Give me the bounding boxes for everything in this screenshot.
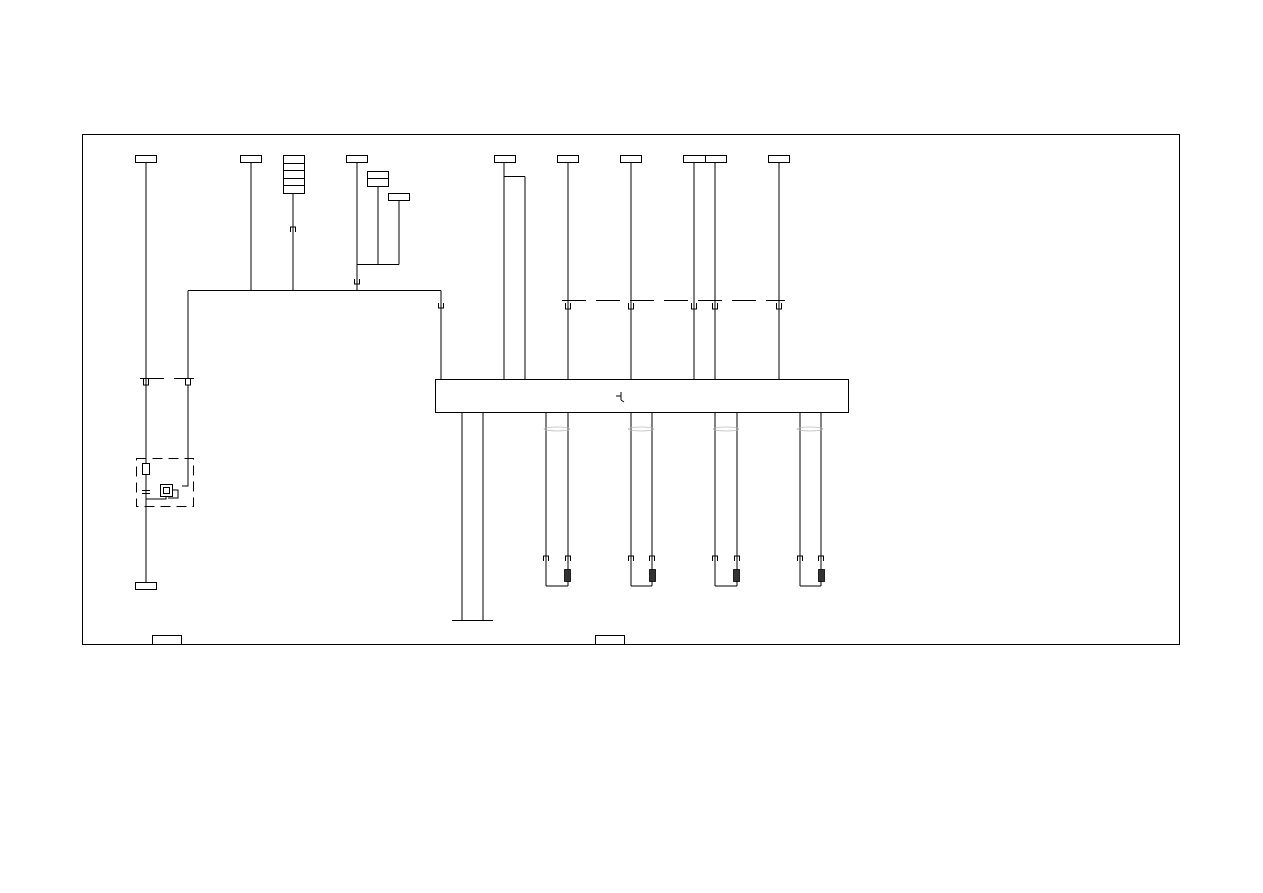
- ground-wires: [452, 412, 493, 621]
- wheel-speed-sensor: [649, 569, 656, 582]
- terminal: [185, 379, 191, 386]
- sensor-pair-1: [543, 412, 571, 587]
- frame-tab-left: [152, 635, 182, 645]
- left-circuit: [135, 162, 444, 590]
- terminal: [143, 379, 149, 386]
- terminal: [691, 303, 697, 310]
- sensor-pair-4: [796, 412, 825, 587]
- wheel-speed-sensor: [818, 569, 825, 582]
- terminal: [290, 226, 296, 232]
- connector-box-10: [768, 155, 790, 163]
- terminal: [712, 303, 718, 310]
- connector-box-9: [705, 155, 727, 163]
- connector-box-6: [557, 155, 579, 163]
- frame-tab-middle: [595, 635, 625, 645]
- connector-box-8: [683, 155, 706, 163]
- fuse-stack: [283, 155, 305, 194]
- ground-box: [135, 582, 157, 590]
- terminal: [776, 303, 782, 310]
- connector-box-2: [240, 155, 262, 163]
- diagram-frame: [82, 134, 1180, 645]
- control-unit-symbol: [616, 392, 625, 403]
- control-unit: [435, 379, 849, 413]
- terminal: [565, 303, 571, 310]
- connector-box-4: [388, 193, 410, 201]
- sensor-pair-3: [712, 412, 740, 587]
- resistor: [142, 463, 150, 475]
- terminal: [438, 303, 444, 309]
- sensor-module: [136, 458, 194, 507]
- connector-box-3: [346, 155, 368, 163]
- connector-box-7: [620, 155, 642, 163]
- top-connectors: [135, 155, 790, 201]
- terminal: [354, 279, 360, 285]
- connector-box-1: [135, 155, 157, 163]
- wheel-speed-sensor: [564, 569, 571, 582]
- wheel-speed-sensor: [733, 569, 740, 582]
- connector-box-5: [494, 155, 516, 163]
- sensor-pair-2: [627, 412, 656, 587]
- input-wires: [503, 162, 785, 380]
- terminal: [628, 303, 634, 310]
